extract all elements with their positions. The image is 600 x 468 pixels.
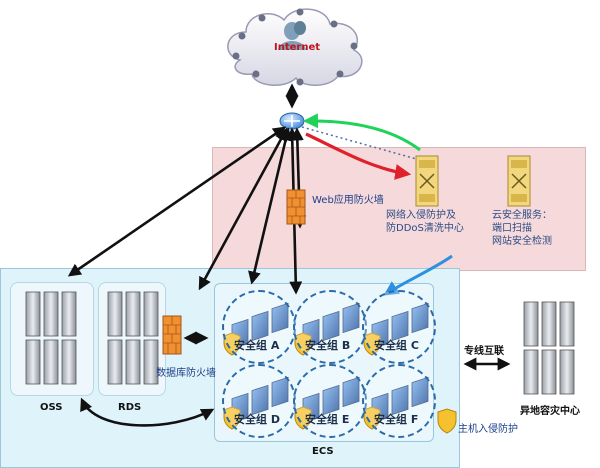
cloud-security-label: 云安全服务： 端口扫描 网站安全检测 [492,210,552,247]
security-group-label: 安全组 B [305,339,351,352]
oss-server-rack-icon [25,291,77,385]
disaster-center-label: 异地容灾中心 [520,406,580,417]
clean-traffic-arrow [303,113,421,152]
security-group-label: 安全组 F [374,413,419,426]
host-protection-shield-icon [437,408,457,434]
db-firewall-icon [162,315,182,355]
ddos-center-label: 网络入侵防护及 防DDoS清洗中心 [386,210,464,234]
rds-server-rack-icon [107,291,159,385]
security-group-ring [362,290,436,364]
db-firewall-label: 数据库防火墙 [156,368,216,379]
security-group-ring [222,290,296,364]
security-group-label: 安全组 E [305,413,350,426]
router-icon [279,112,305,130]
security-group-ring [293,364,367,438]
waf-firewall-icon [286,189,306,225]
rds-label: RDS [118,402,142,413]
waf-label: Web应用防火墙 [312,195,384,206]
security-group-ring [222,364,296,438]
internet-label: Internet [274,42,321,53]
oss-label: OSS [40,402,63,413]
oss-ecs-curve-link [80,397,215,427]
host-protection-label: 主机入侵防护 [458,424,518,435]
router-ecs-link-1 [198,127,288,291]
disaster-center-server-icon [523,301,575,395]
dedicated-line-label: 专线互联 [464,346,504,357]
attack-traffic-arrow [305,132,412,180]
security-scan-arrow [383,254,453,296]
ddos-appliance-icon [415,155,439,207]
cloud-security-appliance-icon [507,155,531,207]
ddos-return-dotted-line [301,126,421,161]
security-group-label: 安全组 A [234,339,280,352]
security-group-label: 安全组 D [234,413,280,426]
ecs-label: ECS [312,446,334,457]
router-ecs-link-2 [248,127,292,285]
user-group-icon [278,21,306,50]
security-group-ring [362,364,436,438]
security-group-ring [293,290,367,364]
security-group-label: 安全组 C [374,339,419,352]
router-oss-link [67,126,287,277]
